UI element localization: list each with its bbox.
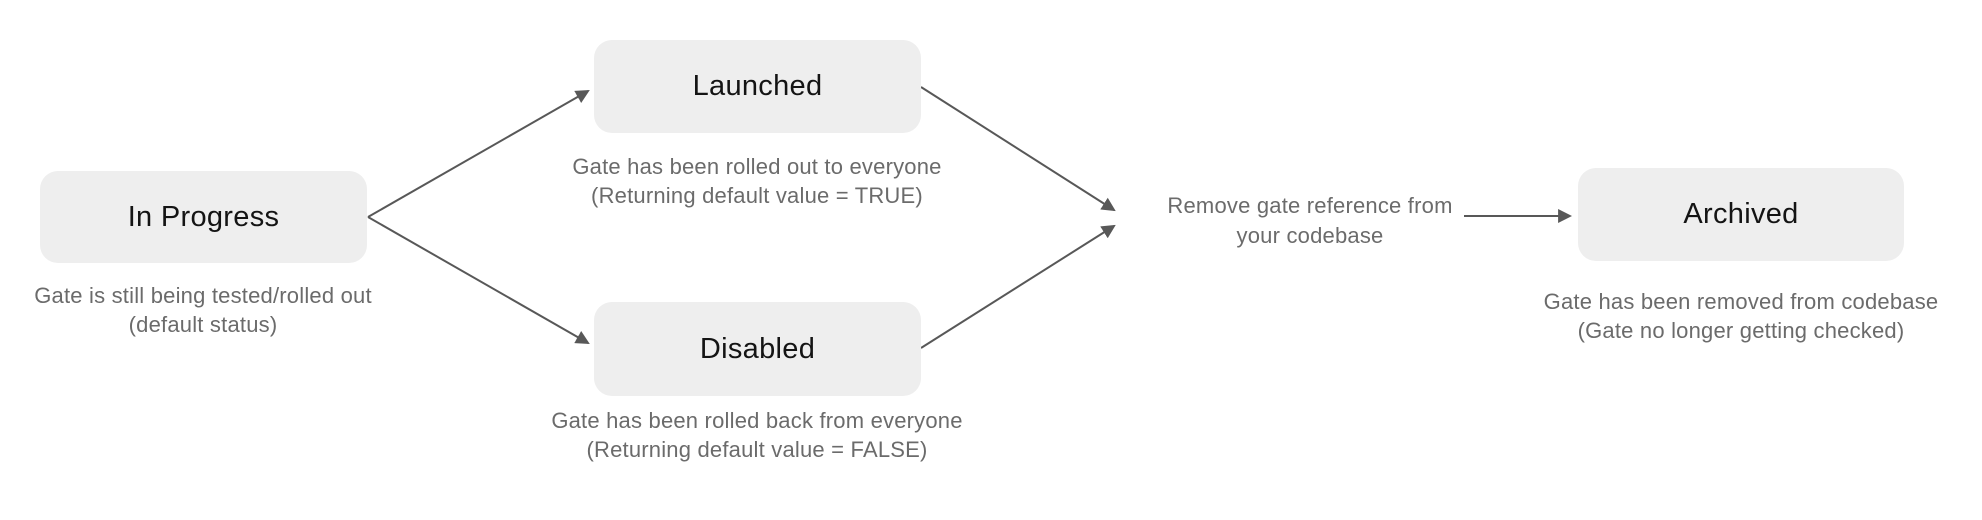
node-launched: Launched — [594, 40, 921, 133]
caption-in-progress-line2: (default status) — [128, 312, 278, 337]
caption-disabled: Gate has been rolled back from everyone … — [522, 406, 992, 464]
node-in-progress-label: In Progress — [127, 200, 280, 233]
caption-archived: Gate has been removed from codebase (Gat… — [1506, 287, 1976, 345]
node-in-progress: In Progress — [40, 171, 367, 263]
node-disabled: Disabled — [594, 302, 921, 396]
caption-disabled-line2: (Returning default value = FALSE) — [586, 437, 928, 462]
caption-in-progress: Gate is still being tested/rolled out (d… — [0, 281, 438, 339]
caption-archived-line2: (Gate no longer getting checked) — [1577, 318, 1905, 343]
action-remove-gate-reference-line2: your codebase — [1236, 223, 1384, 248]
caption-launched-line2: (Returning default value = TRUE) — [591, 183, 923, 208]
caption-launched: Gate has been rolled out to everyone (Re… — [522, 152, 992, 210]
action-remove-gate-reference: Remove gate reference from your codebase — [1130, 191, 1490, 251]
caption-archived-line1: Gate has been removed from codebase — [1543, 289, 1939, 314]
node-disabled-label: Disabled — [699, 332, 816, 365]
node-archived-label: Archived — [1683, 198, 1799, 230]
action-remove-gate-reference-line1: Remove gate reference from — [1167, 193, 1453, 218]
node-launched-label: Launched — [692, 70, 823, 102]
caption-disabled-line1: Gate has been rolled back from everyone — [551, 408, 963, 433]
node-archived: Archived — [1578, 168, 1904, 261]
caption-in-progress-line1: Gate is still being tested/rolled out — [34, 283, 372, 308]
edge-disabled-to-remove-gate-ref — [920, 224, 1116, 349]
caption-launched-line1: Gate has been rolled out to everyone — [572, 154, 942, 179]
